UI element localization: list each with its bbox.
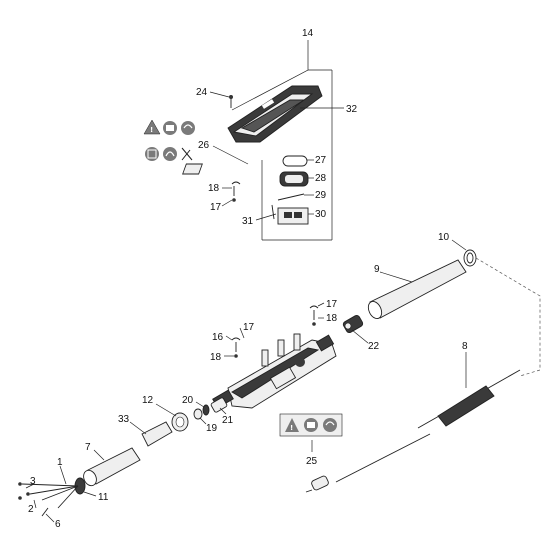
callout-31: 31	[242, 216, 254, 227]
label-plate-part	[182, 163, 203, 175]
pin-part-6	[41, 507, 49, 517]
spring-part	[277, 193, 305, 201]
switch-frame-part	[279, 171, 309, 187]
callout-25: 25	[306, 456, 318, 467]
sleeve-part-7	[83, 447, 141, 487]
callout-17-left: 17	[243, 322, 255, 333]
callout-2: 2	[28, 504, 34, 515]
callout-20: 20	[182, 395, 194, 406]
callout-14: 14	[302, 28, 314, 39]
svg-text:!: !	[290, 424, 293, 432]
cable-gland-part	[342, 314, 364, 334]
callout-8: 8	[462, 341, 468, 352]
callout-7: 7	[85, 442, 91, 453]
callout-17-right: 17	[326, 299, 338, 310]
vibrator-rod-part	[305, 369, 521, 493]
sleeve-ring-part-12	[171, 412, 189, 432]
double-insulation-icon	[145, 147, 159, 161]
safety-symbols-top: !	[143, 119, 195, 161]
callout-18-top: 18	[208, 183, 220, 194]
callout-19: 19	[206, 423, 218, 434]
washer-part-19	[193, 408, 203, 420]
callout-32: 32	[346, 104, 358, 115]
wire-set-part	[18, 482, 79, 509]
tube-part-33	[141, 421, 173, 447]
gasket-part-27	[282, 155, 308, 167]
callout-21: 21	[222, 415, 234, 426]
motor-housing-body	[212, 333, 337, 409]
svg-text:!: !	[150, 126, 153, 134]
callout-18-right: 18	[326, 313, 338, 324]
callout-28: 28	[315, 173, 327, 184]
callout-17-top: 17	[210, 202, 222, 213]
callout-24: 24	[196, 87, 208, 98]
callout-18-left: 18	[210, 352, 222, 363]
ring-part	[463, 249, 477, 267]
safety-symbols-bottom: !	[279, 413, 343, 437]
no-bin-icon	[181, 147, 193, 161]
cable-clip-part-left	[231, 337, 241, 358]
screw-part-24	[229, 95, 233, 108]
callout-3: 3	[30, 476, 36, 487]
callout-16: 16	[212, 332, 224, 343]
recycle-icon	[163, 147, 177, 161]
callout-labels: 14 24 32 26 27 28 18 29 17 30 31 10 9 17…	[28, 28, 468, 530]
callout-6: 6	[55, 519, 61, 530]
housing-cover-part	[227, 85, 323, 143]
callout-33: 33	[118, 414, 130, 425]
callout-12: 12	[142, 395, 154, 406]
cable-clip-part-top	[231, 181, 241, 202]
cable-clip-part-right	[309, 305, 319, 326]
callout-27: 27	[315, 155, 327, 166]
housing-assembly-group	[182, 40, 344, 241]
nut-part-20	[202, 404, 210, 416]
warning-triangle-icon	[143, 119, 161, 135]
switch-part	[277, 207, 309, 225]
callout-22: 22	[368, 341, 380, 352]
callout-10: 10	[438, 232, 450, 243]
protective-sleeve-part	[367, 259, 467, 319]
callout-9: 9	[374, 264, 380, 275]
callout-1: 1	[57, 457, 63, 468]
ear-protection-icon	[181, 121, 195, 135]
callout-30: 30	[315, 209, 327, 220]
callout-11: 11	[98, 492, 109, 503]
callout-29: 29	[315, 190, 327, 201]
callout-26: 26	[198, 140, 210, 151]
